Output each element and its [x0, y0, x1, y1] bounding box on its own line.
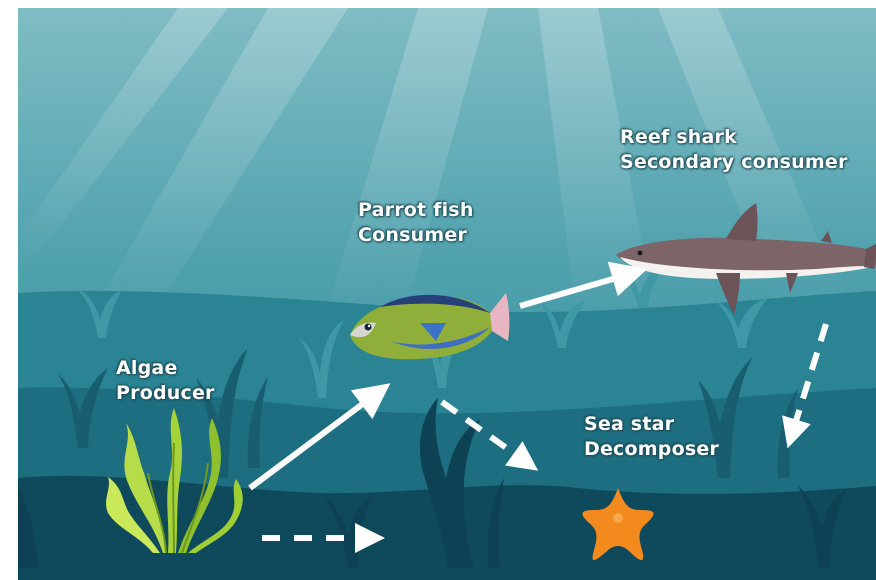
- reef-shark-name: Reef shark: [620, 125, 848, 150]
- label-reef-shark: Reef shark Secondary consumer: [620, 125, 848, 175]
- ocean-illustration: [18, 8, 876, 580]
- label-sea-star: Sea star Decomposer: [584, 412, 719, 462]
- parrot-fish-role: Consumer: [358, 223, 474, 248]
- algae-role: Producer: [116, 381, 215, 406]
- parrot-fish-name: Parrot fish: [358, 198, 474, 223]
- label-algae: Algae Producer: [116, 356, 215, 406]
- label-parrot-fish: Parrot fish Consumer: [358, 198, 474, 248]
- food-chain-scene: Parrot fish Consumer Reef shark Secondar…: [18, 8, 876, 580]
- reef-shark-role: Secondary consumer: [620, 150, 848, 175]
- sea-star-name: Sea star: [584, 412, 719, 437]
- sea-star-role: Decomposer: [584, 437, 719, 462]
- algae-name: Algae: [116, 356, 215, 381]
